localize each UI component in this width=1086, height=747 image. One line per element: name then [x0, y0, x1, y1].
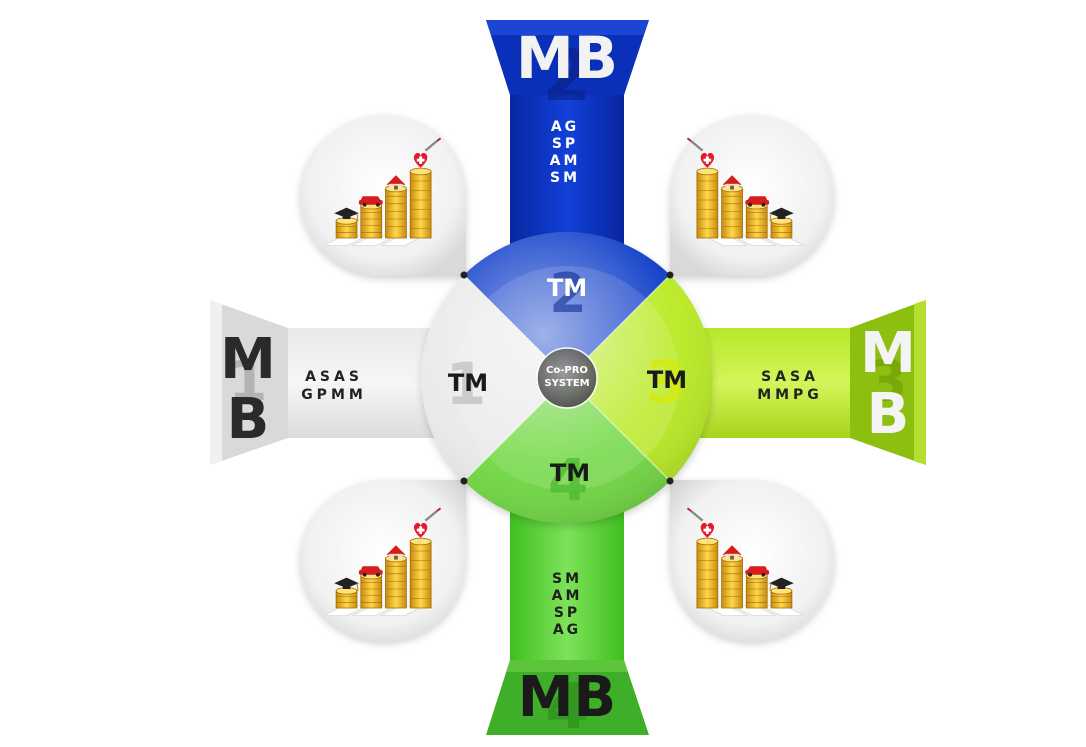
left-band-line-2: GPMM — [301, 387, 367, 403]
corner-dot — [666, 477, 674, 485]
corner-dot — [666, 271, 674, 279]
right-band-line-1: SASA — [761, 369, 819, 385]
center-hub: Co-PRO SYSTEM — [536, 347, 598, 409]
right-band-line-2: MMPG — [757, 387, 823, 403]
right-mb-label-b: B — [867, 382, 910, 447]
corner-dot — [460, 477, 468, 485]
bottom-band-line-2: AM — [552, 588, 583, 604]
center-label-line2: SYSTEM — [544, 378, 589, 389]
top-band-line-4: SM — [550, 170, 580, 186]
quadrant-bottom-label: TM — [550, 459, 590, 487]
corner-dot — [460, 271, 468, 279]
left-arm: 1 M B ASAS GPMM — [210, 300, 440, 465]
quadrant-left-number: 1 — [446, 350, 486, 418]
icon-card-bottom-right — [670, 480, 834, 641]
bottom-band-line-1: SM — [552, 571, 582, 587]
right-arm: 3 M B SASA MMPG — [690, 300, 926, 465]
quadrant-top-number: 2 — [549, 262, 587, 325]
top-mb-label: MB — [516, 24, 618, 92]
quadrant-top-label: TM — [547, 274, 587, 302]
bottom-arm: 4 MB SM AM SP AG — [486, 495, 649, 743]
top-band-line-1: AG — [551, 119, 579, 135]
icon-card-top-left — [300, 115, 466, 276]
quadrant-bottom-number: 4 — [548, 446, 588, 514]
quadrant-right-number: 3 — [646, 348, 686, 416]
bottom-mb-label: MB — [518, 665, 616, 730]
left-mb-label-m: M — [220, 327, 276, 392]
left-mb-shadow-number: 1 — [229, 349, 268, 414]
top-arm: 2 MB AG SP AM SM — [486, 20, 649, 265]
bottom-band-line-3: SP — [554, 605, 580, 621]
quadrant-left-label: TM — [448, 369, 488, 397]
right-mb-label-m: M — [860, 321, 916, 386]
left-band-line-1: ASAS — [305, 369, 363, 385]
left-mb-label-b: B — [227, 387, 270, 452]
center-label-line1: Co-PRO — [546, 365, 588, 376]
top-band-line-2: SP — [552, 136, 578, 152]
top-band-line-3: AM — [550, 153, 581, 169]
icon-card-bottom-left — [300, 480, 466, 641]
top-mb-shadow-number: 2 — [543, 35, 592, 117]
right-mb-shadow-number: 3 — [869, 349, 908, 414]
bottom-band-line-4: AG — [553, 622, 581, 638]
quadrant-right-label: TM — [647, 366, 687, 394]
bottom-mb-shadow-number: 4 — [545, 670, 588, 743]
icon-card-top-right — [670, 115, 834, 276]
